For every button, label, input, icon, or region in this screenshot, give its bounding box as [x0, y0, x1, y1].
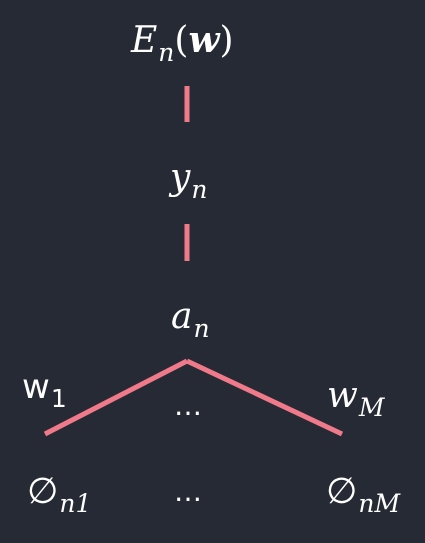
weight-last-subscript: M — [358, 393, 385, 422]
input-last-node: ∅nM — [326, 471, 400, 517]
edge-weight-last — [185, 358, 344, 437]
error-subscript: n — [158, 38, 175, 67]
activation-subscript: n — [193, 314, 210, 343]
error-open-paren: ( — [174, 20, 189, 61]
output-node: yn — [170, 157, 207, 203]
input-first-node: ∅n1 — [27, 471, 91, 517]
output-subscript: n — [191, 175, 208, 204]
input-last-subscript: nM — [358, 489, 401, 518]
weight-first-symbol: w — [22, 367, 50, 407]
input-ellipsis: … — [174, 475, 203, 508]
input-last-symbol: ∅ — [326, 471, 358, 512]
weight-ellipsis: … — [174, 389, 203, 422]
weight-last-label: wM — [327, 375, 384, 421]
error-node: En(w) — [131, 19, 234, 65]
activation-node: an — [171, 296, 210, 342]
input-first-symbol: ∅ — [27, 471, 59, 512]
input-first-subscript: n1 — [59, 489, 92, 518]
weight-first-label: w1 — [22, 367, 67, 411]
output-symbol: y — [170, 157, 191, 198]
edge-weight-first — [43, 358, 189, 437]
weight-last-symbol: w — [327, 375, 358, 416]
error-symbol: E — [131, 20, 158, 61]
error-close-paren: ) — [219, 20, 234, 61]
error-argument: w — [188, 19, 220, 61]
weight-first-subscript: 1 — [50, 384, 67, 413]
activation-symbol: a — [171, 296, 193, 337]
